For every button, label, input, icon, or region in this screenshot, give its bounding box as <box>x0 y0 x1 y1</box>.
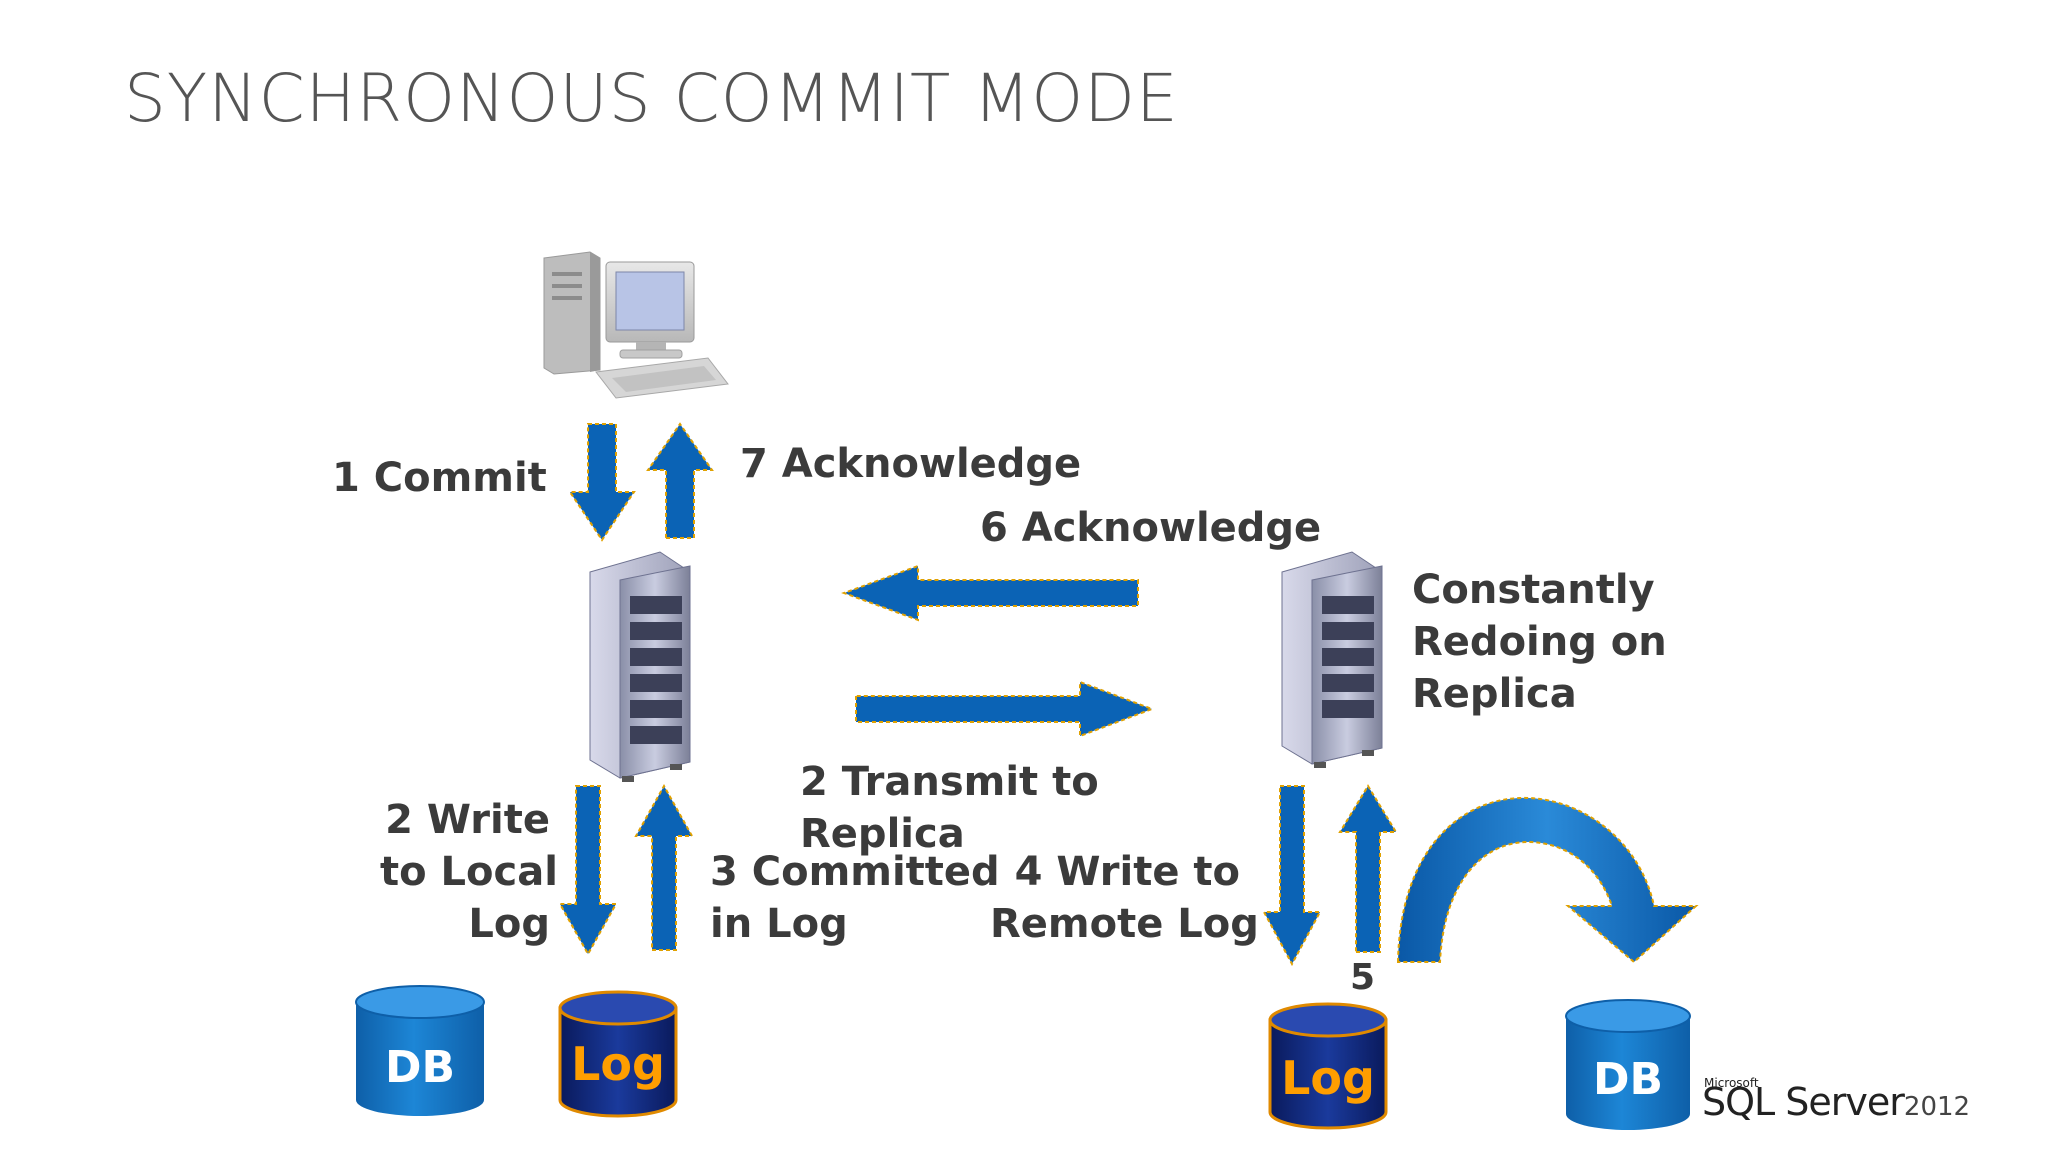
primary-log-label: Log <box>571 1037 665 1091</box>
label-transmit-line-2: Replica <box>800 811 965 857</box>
label-write-local-line-1: 2 Write <box>385 797 550 843</box>
replica-db-label: DB <box>1593 1054 1663 1105</box>
brand-product: SQL Server <box>1702 1080 1905 1124</box>
label-redo: Constantly Redoing on Replica <box>1412 564 1667 720</box>
label-committed-line-1: 3 Committed <box>710 849 1000 895</box>
label-redo-line-1: Constantly <box>1412 567 1655 613</box>
primary-db-cylinder: DB <box>355 985 485 1116</box>
write-local-arrow-down <box>558 785 618 957</box>
label-write-remote-line-2: Remote Log <box>990 901 1259 947</box>
brand-version: 2012 <box>1903 1092 1971 1122</box>
replica-log-cylinder: Log <box>1268 1002 1388 1130</box>
redo-curve-arrow <box>1396 796 1699 964</box>
arrows <box>558 422 1699 967</box>
label-ack6: 6 Acknowledge <box>980 505 1322 551</box>
label-transmit-line-1: 2 Transmit to <box>800 759 1099 805</box>
label-write-local-line-3: Log <box>468 901 550 947</box>
label-write-local: 2 Write to Local Log <box>380 794 558 950</box>
label-write-local-line-2: to Local <box>380 849 558 895</box>
write-remote-arrow-down <box>1262 785 1322 967</box>
transmit-arrow-right <box>855 680 1155 738</box>
slide-title: SYNCHRONOUS COMMIT MODE <box>124 60 1179 137</box>
committed-arrow-up <box>634 783 694 951</box>
label-write-remote: 4 Write to Remote Log <box>990 846 1259 950</box>
label-committed: 3 Committed in Log <box>710 846 1000 950</box>
commit-arrow-down <box>568 423 636 542</box>
label-write-remote-line-1: 4 Write to <box>1014 849 1240 895</box>
label-commit: 1 Commit <box>332 455 547 501</box>
primary-db-label: DB <box>385 1042 455 1093</box>
label-ack7: 7 Acknowledge <box>740 441 1082 487</box>
brand-company: Microsoft <box>1704 1076 1759 1090</box>
ack6-arrow-left <box>841 564 1139 622</box>
label-committed-line-2: in Log <box>710 901 848 947</box>
client-computer-icon <box>543 251 729 399</box>
label-transmit: 2 Transmit to Replica <box>800 756 1099 860</box>
primary-log-cylinder: Log <box>558 990 678 1118</box>
label-redo-line-3: Replica <box>1412 671 1577 717</box>
ack7-arrow-up <box>646 422 714 539</box>
label-step5: 5 <box>1350 957 1376 998</box>
step5-arrow-up <box>1338 784 1398 953</box>
sql-server-logo: Microsoft SQL Server2012 <box>1702 1076 1971 1124</box>
replica-server-icon <box>1281 551 1383 768</box>
primary-server-icon <box>589 551 691 782</box>
replica-log-label: Log <box>1281 1051 1375 1105</box>
replica-db-cylinder: DB <box>1565 999 1691 1130</box>
label-redo-line-2: Redoing on <box>1412 619 1667 665</box>
